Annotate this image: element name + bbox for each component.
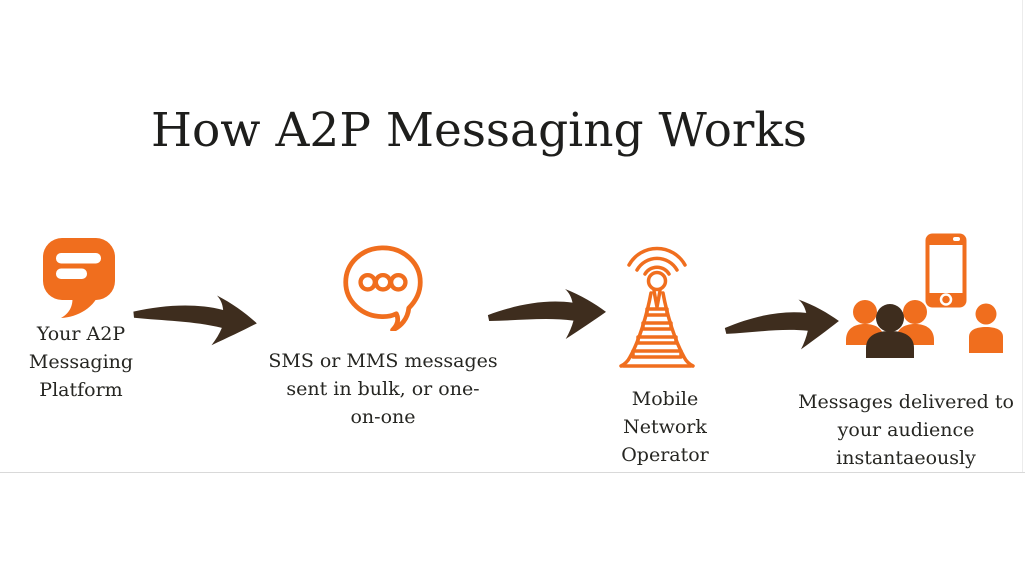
label-line: instantaeously xyxy=(836,447,976,469)
slide-bottom-edge xyxy=(0,472,1025,473)
flow-arrow-2-icon xyxy=(487,289,606,340)
slide-background xyxy=(1022,0,1023,473)
stage-label-messages: SMS or MMS messages sent in bulk, or one… xyxy=(263,347,503,431)
label-line: Messages delivered to xyxy=(798,391,1014,413)
page-title: How A2P Messaging Works xyxy=(151,103,807,158)
label-line: Operator xyxy=(621,444,709,466)
single-user-icon xyxy=(969,303,1003,353)
stage-label-audience: Messages delivered to your audience inst… xyxy=(786,388,1025,472)
label-line: your audience xyxy=(837,419,975,441)
flow-arrow-1-icon xyxy=(133,295,257,346)
label-line: Platform xyxy=(39,379,123,401)
label-line: on-one xyxy=(350,406,416,428)
label-line: SMS or MMS messages xyxy=(268,350,498,372)
label-line: Messaging xyxy=(28,351,134,373)
label-line: Network xyxy=(623,416,707,438)
label-line: Your A2P xyxy=(36,323,126,345)
label-line: sent in bulk, or one- xyxy=(286,378,480,400)
audience-group-icon xyxy=(846,300,934,358)
smartphone-icon xyxy=(925,233,967,308)
label-line: Mobile xyxy=(631,388,699,410)
stage-label-operator: Mobile Network Operator xyxy=(598,385,732,469)
stage-label-platform: Your A2P Messaging Platform xyxy=(4,320,158,404)
cell-tower-icon xyxy=(619,246,695,368)
speech-bubble-dots-icon xyxy=(343,245,423,331)
chat-bubble-filled-icon xyxy=(43,238,115,318)
flow-arrow-3-icon xyxy=(724,299,839,350)
